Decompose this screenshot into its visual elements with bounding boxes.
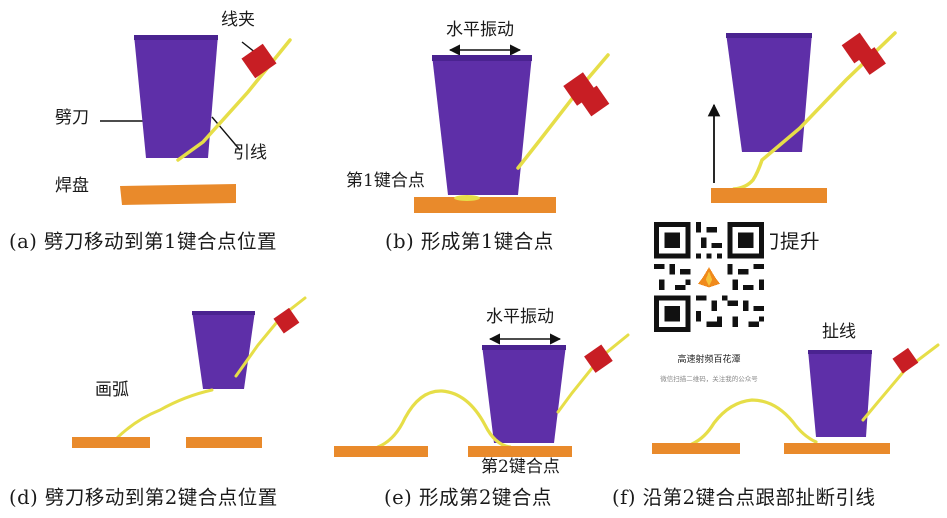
wire-clamp-lower — [858, 47, 886, 75]
capillary — [432, 55, 532, 195]
panel-d-drawing — [72, 296, 307, 448]
wire — [516, 53, 610, 170]
label-pull-wire: 扯线 — [822, 322, 856, 342]
label-wire: 引线 — [233, 143, 267, 163]
panel-a-drawing — [100, 35, 292, 205]
wire-arc — [114, 388, 214, 441]
capillary-top-face — [808, 350, 872, 354]
wire-loop — [690, 398, 818, 446]
label-horizontal-vibration: 水平振动 — [446, 20, 514, 40]
wire-clamp-lower — [578, 85, 610, 117]
caption-f: (f) 沿第2键合点跟部扯断引线 — [612, 486, 876, 509]
watermark-title: 高速射频百花潭 — [677, 355, 741, 365]
wire — [861, 343, 940, 422]
bond-pad — [414, 197, 556, 213]
label-capillary: 劈刀 — [55, 108, 89, 128]
wire — [556, 333, 630, 414]
capillary-top-face — [192, 311, 255, 315]
panel-f-drawing — [652, 343, 940, 454]
qr-code-icon — [654, 222, 764, 332]
capillary-top-face — [482, 345, 566, 350]
capillary — [726, 33, 812, 152]
capillary-top-face — [726, 33, 812, 38]
caption-d: (d) 劈刀移动到第2键合点位置 — [9, 486, 278, 509]
bond-pad-first — [72, 437, 150, 448]
label-pad: 焊盘 — [55, 176, 89, 196]
label-second-bond-point: 第2键合点 — [481, 457, 560, 477]
bond-pad-second — [186, 437, 262, 448]
wire — [732, 31, 897, 191]
label-first-bond-point: 第1键合点 — [346, 171, 425, 191]
wire-clamp — [584, 344, 613, 373]
wire — [234, 296, 307, 378]
capillary — [192, 311, 255, 389]
capillary — [134, 35, 218, 158]
wire-pointer-line — [211, 116, 241, 151]
caption-b: (b) 形成第1键合点 — [385, 230, 554, 253]
first-bond-ball — [454, 195, 480, 201]
bond-pad — [711, 188, 827, 203]
bond-pad-second — [784, 443, 890, 454]
panel-e-drawing — [334, 333, 630, 457]
wire-loop — [376, 389, 512, 449]
bond-pad-first — [334, 446, 428, 457]
caption-a: (a) 劈刀移动到第1键合点位置 — [9, 230, 277, 253]
capillary — [808, 350, 872, 437]
label-wire-clamp: 线夹 — [221, 10, 255, 30]
wire-clamp — [273, 307, 300, 334]
watermark-subtitle: 微信扫描二维码，关注我的公众号 — [660, 375, 758, 383]
label-arc: 画弧 — [95, 380, 129, 400]
caption-e: (e) 形成第2键合点 — [384, 486, 552, 509]
bond-pad-second — [468, 446, 572, 457]
bond-pad — [120, 184, 236, 205]
capillary-top-face — [432, 55, 532, 61]
capillary — [482, 345, 566, 443]
wire-clamp — [241, 43, 277, 79]
panel-c-drawing — [707, 31, 897, 203]
label-horizontal-vibration: 水平振动 — [486, 307, 554, 327]
bond-pad-first — [652, 443, 740, 454]
panel-b-drawing — [414, 44, 610, 213]
wire-clamp — [892, 347, 919, 374]
capillary-top-face — [134, 35, 218, 40]
watermark: 高速射频百花潭 微信扫描二维码，关注我的公众号 — [648, 222, 770, 390]
